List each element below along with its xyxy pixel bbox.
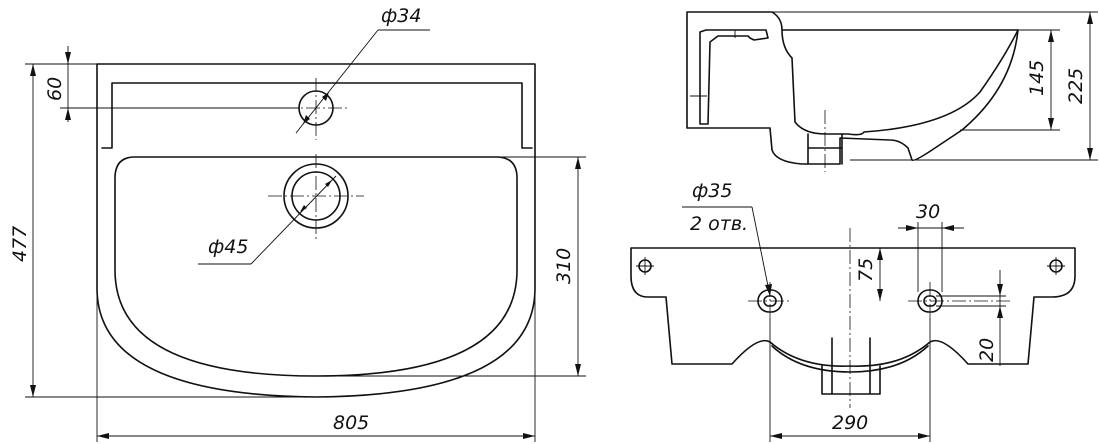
height-dimension: 477: [9, 63, 316, 398]
bowl-outline: [114, 156, 518, 377]
hole-width-label: 30: [916, 201, 940, 223]
mount-point-right: [1047, 257, 1065, 275]
width-dimension: 805: [96, 290, 536, 442]
bowl-depth-label: 310: [553, 248, 575, 284]
bowl-depth-dimension: 310: [330, 156, 586, 377]
side-drain: [807, 133, 843, 165]
mount-hole-label: ф35: [692, 180, 732, 202]
bowl-height-dimension: 145: [960, 29, 1060, 131]
basin-outline: [96, 63, 536, 398]
tap-hole: [284, 78, 348, 140]
hole-size-dimension: 20: [936, 270, 1006, 366]
rim-label: 60: [44, 77, 66, 101]
hole-spacing-dimension: 290: [769, 318, 931, 442]
mount-hole-dimension: ф35 2 отв.: [682, 180, 772, 297]
mount-hole-count-label: 2 отв.: [690, 213, 748, 235]
mounting-slot-right: [908, 282, 1010, 320]
back-outline: [630, 247, 1076, 367]
side-wall-detail: [699, 29, 769, 125]
total-height-label: 225: [1065, 68, 1087, 104]
hole-offset-dimension: 75: [855, 248, 883, 301]
tap-hole-dimension: ф34: [295, 5, 430, 134]
rim-inner-line: [101, 82, 533, 149]
side-bowl-curve: [781, 29, 1019, 136]
tap-hole-label: ф34: [381, 5, 421, 27]
bowl-height-label: 145: [1026, 60, 1048, 96]
side-outline: [686, 11, 1019, 165]
total-height-dimension: 225: [772, 11, 1098, 161]
back-view: ф35 2 отв. 30 75 20: [630, 180, 1076, 442]
front-view: ф34 ф45 477 60: [9, 5, 586, 442]
back-drain: [821, 337, 881, 395]
drain-dimension: ф45: [198, 175, 337, 265]
hole-width-dimension: 30: [898, 201, 964, 292]
mount-point-left: [636, 257, 654, 275]
rim-dimension: 60: [44, 46, 300, 122]
drain-hole: [268, 154, 364, 240]
width-label: 805: [333, 412, 369, 434]
drain-label: ф45: [208, 236, 248, 258]
height-label: 477: [9, 226, 31, 262]
side-view: 145 225: [686, 11, 1098, 172]
hole-spacing-label: 290: [832, 412, 868, 434]
hole-size-label: 20: [976, 338, 998, 362]
hole-offset-label: 75: [855, 258, 877, 282]
